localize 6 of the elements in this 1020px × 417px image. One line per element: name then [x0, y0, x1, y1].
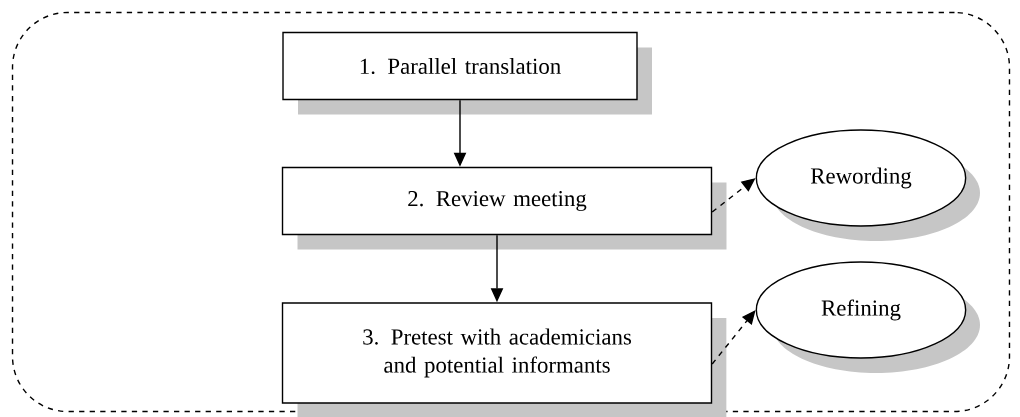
oval: Rewording [755, 129, 980, 241]
arrow [711, 310, 756, 365]
process-box: 1. Parallel translation [282, 31, 652, 115]
process-box: 2. Review meeting [281, 166, 727, 250]
oval: Refining [755, 261, 980, 373]
process-box: 3. Pretest with academicians and potential informants [281, 302, 727, 417]
